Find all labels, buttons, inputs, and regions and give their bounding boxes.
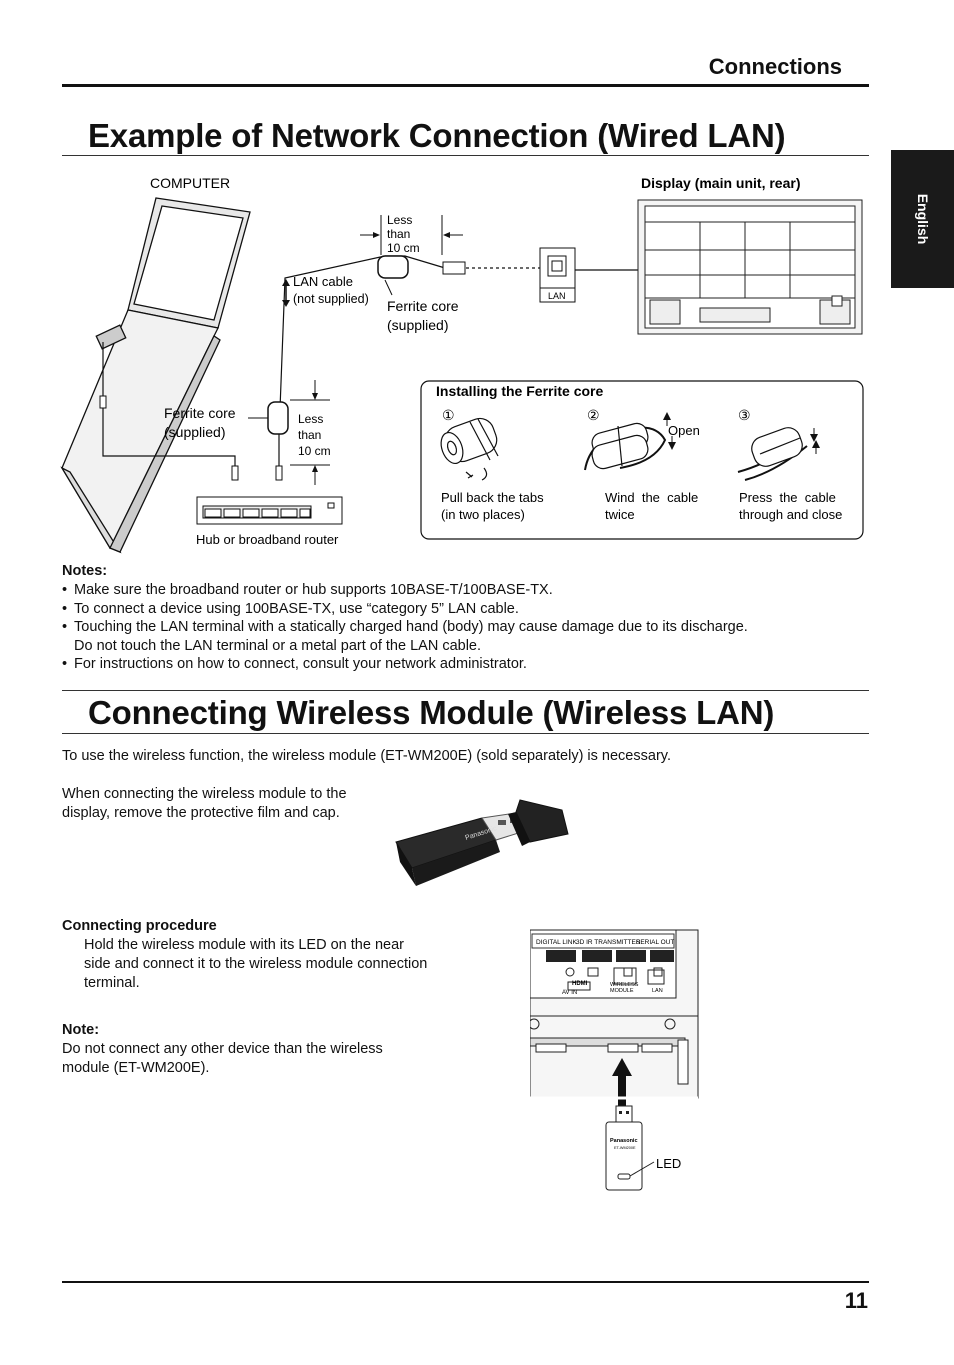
step2-ferrite-illustration bbox=[584, 422, 667, 471]
procedure-text-3: terminal. bbox=[84, 975, 140, 991]
open-label: Open bbox=[668, 423, 700, 438]
title-underline bbox=[62, 155, 869, 156]
page-number: 11 bbox=[844, 1288, 868, 1313]
lan-cable-label-1: LAN cable bbox=[293, 274, 353, 289]
film-note-1: When connecting the wireless module to t… bbox=[62, 786, 347, 802]
step3-text-1: Press the cable bbox=[739, 490, 836, 505]
procedure-text-1: Hold the wireless module with its LED on… bbox=[84, 937, 404, 953]
notes-title: Notes: bbox=[62, 563, 108, 579]
film-note-2: display, remove the protective film and … bbox=[62, 805, 340, 821]
less-than-top-1: Less bbox=[387, 213, 412, 227]
panel-sub-avin: AV IN bbox=[562, 990, 577, 996]
ferrite-left-label-2: (supplied) bbox=[164, 424, 225, 440]
terminal-panel-illustration: DIGITAL LINK 3D IR TRANSMITTER SERIAL OU… bbox=[530, 929, 699, 1191]
note-title: Note: bbox=[62, 1022, 100, 1038]
header-rule bbox=[62, 84, 869, 87]
display-label: Display (main unit, rear) bbox=[641, 175, 800, 191]
panel-label-3: SERIAL OUT bbox=[636, 939, 674, 946]
display-rear-illustration bbox=[637, 199, 863, 335]
step3-ferrite-illustration bbox=[737, 427, 808, 481]
wireless-module-illustration: Panasonic bbox=[395, 799, 569, 886]
note-item-text: Touching the LAN terminal with a statica… bbox=[74, 619, 748, 635]
computer-label: COMPUTER bbox=[150, 175, 230, 191]
less-than-top-2: than bbox=[387, 227, 410, 241]
panel-sub-lan: LAN bbox=[652, 988, 663, 994]
note-item: Touching the LAN terminal with a statica… bbox=[62, 618, 862, 655]
step2-num: ② bbox=[587, 407, 600, 423]
lan-port bbox=[539, 247, 576, 303]
wired-lan-title: Example of Network Connection (Wired LAN… bbox=[88, 117, 786, 154]
wired-lan-diagram: COMPUTER Hub or broadband router LAN bbox=[60, 175, 864, 554]
panel-sub-hdmi: HDMI bbox=[572, 981, 588, 987]
lan-port-label: LAN bbox=[548, 291, 566, 301]
ferrite-core-top bbox=[377, 255, 409, 279]
wireless-title-overline bbox=[62, 690, 869, 691]
note-item-continuation: Do not touch the LAN terminal or a metal… bbox=[74, 637, 482, 654]
step3-text-2: through and close bbox=[739, 507, 842, 522]
ferrite-top-label-1: Ferrite core bbox=[387, 298, 459, 314]
note-item: Make sure the broadband router or hub su… bbox=[62, 581, 862, 600]
note-item: To connect a device using 100BASE-TX, us… bbox=[62, 600, 862, 619]
ferrite-left-label-1: Ferrite core bbox=[164, 405, 236, 421]
section-header: Connections bbox=[708, 54, 842, 79]
procedure-text-2: side and connect it to the wireless modu… bbox=[84, 956, 428, 972]
note-item: For instructions on how to connect, cons… bbox=[62, 655, 862, 674]
panel-sub-module: MODULE bbox=[610, 988, 634, 994]
notes-list: Make sure the broadband router or hub su… bbox=[62, 581, 862, 674]
note-text-1: Do not connect any other device than the… bbox=[62, 1041, 383, 1057]
wireless-title-underline bbox=[62, 733, 869, 734]
led-label: LED bbox=[656, 1156, 681, 1171]
ferrite-install-box bbox=[420, 380, 864, 540]
language-tab[interactable]: English bbox=[891, 150, 954, 288]
usb-brand: Panasonic bbox=[610, 1138, 638, 1144]
procedure-title: Connecting procedure bbox=[62, 918, 217, 934]
step1-text-2: (in two places) bbox=[441, 507, 525, 522]
language-tab-label: English bbox=[914, 193, 931, 245]
less-than-top-3: 10 cm bbox=[387, 241, 420, 255]
less-than-mid-1: Less bbox=[298, 412, 323, 426]
step1-ferrite-illustration bbox=[440, 417, 499, 481]
step2-text-2: twice bbox=[605, 507, 635, 522]
panel-label-1: DIGITAL LINK bbox=[536, 939, 577, 946]
step3-num: ③ bbox=[738, 407, 751, 423]
panel-sub-wireless: WIRELESS bbox=[610, 982, 639, 988]
step1-num: ① bbox=[442, 407, 455, 423]
hub-label: Hub or broadband router bbox=[196, 532, 339, 547]
note-text-2: module (ET-WM200E). bbox=[62, 1060, 210, 1076]
less-than-mid-3: 10 cm bbox=[298, 444, 331, 458]
usb-model: ET-WM200E bbox=[614, 1146, 636, 1150]
ferrite-box-title: Installing the Ferrite core bbox=[436, 383, 603, 399]
footer-rule bbox=[62, 1281, 869, 1283]
panel-label-2: 3D IR TRANSMITTER bbox=[576, 939, 641, 946]
ferrite-core-bottom bbox=[267, 401, 289, 435]
wireless-lan-title: Connecting Wireless Module (Wireless LAN… bbox=[88, 694, 775, 731]
hub-router bbox=[196, 496, 343, 525]
laptop-illustration bbox=[60, 197, 251, 554]
less-than-mid-2: than bbox=[298, 428, 321, 442]
step2-text-1: Wind the cable bbox=[605, 490, 698, 505]
lan-cable-label-2: (not supplied) bbox=[293, 292, 369, 306]
step1-text-1: Pull back the tabs bbox=[441, 490, 544, 505]
wireless-intro: To use the wireless function, the wirele… bbox=[62, 748, 671, 764]
ferrite-top-label-2: (supplied) bbox=[387, 317, 448, 333]
